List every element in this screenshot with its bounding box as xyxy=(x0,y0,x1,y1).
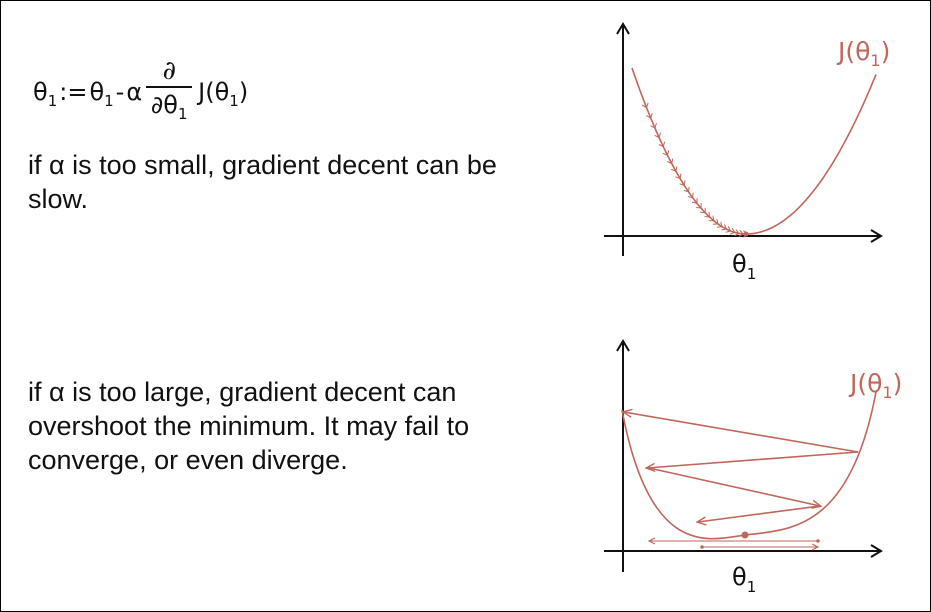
plot2-step-2 xyxy=(647,451,859,468)
small-alpha-text: if α is too small, gradient decent can b… xyxy=(28,150,497,214)
alpha-symbol: α xyxy=(126,78,143,106)
plot2-step-4 xyxy=(698,505,821,522)
plot-large-alpha: J(θ1) θ1 xyxy=(604,339,902,596)
plot1-step-arrow-8 xyxy=(675,173,682,180)
plot1-step-arrow-5 xyxy=(662,150,670,156)
plot1-step-arrow-17 xyxy=(712,218,719,225)
plot1-step-arrow-13 xyxy=(696,203,702,209)
plot1-step-arrow-20 xyxy=(725,226,732,233)
plot1-step-arrow-3 xyxy=(654,132,661,139)
plot1-step-arrow-4 xyxy=(658,141,666,148)
plot-small-alpha: J(θ1) θ1 xyxy=(604,22,890,283)
partial-derivative-fraction: ∂ ∂θ1 xyxy=(146,55,193,125)
plot1-step-arrow-1 xyxy=(646,113,653,119)
plot1-step-arrow-11 xyxy=(687,192,694,199)
plot1-curve-label: J(θ1) xyxy=(836,37,890,70)
plot1-step-arrow-18 xyxy=(717,221,723,228)
plot2-minimum-point xyxy=(741,531,749,539)
assign-operator: := xyxy=(59,78,88,106)
plot2-curve-label: J(θ1) xyxy=(848,369,902,402)
plot1-step-arrow-2 xyxy=(650,123,657,129)
theta-term: θ1 xyxy=(89,78,114,110)
plot1-step-arrow-19 xyxy=(721,224,727,231)
fraction-bar xyxy=(146,85,193,88)
large-alpha-text: if α is too large, gradient decent can o… xyxy=(28,377,470,475)
plot2-cost-curve xyxy=(621,391,877,540)
plot2-x-label: θ1 xyxy=(732,563,756,596)
plot2-osc-dot-left xyxy=(700,545,704,549)
plot1-step-arrow-12 xyxy=(691,198,698,204)
fraction-numerator: ∂ xyxy=(162,55,176,86)
theta-lhs: θ1 xyxy=(33,78,58,110)
plot1-minimum-point xyxy=(743,231,749,237)
plot1-step-arrow-16 xyxy=(708,215,715,222)
plot1-step-arrow-9 xyxy=(679,180,686,187)
plot1-step-arrow-14 xyxy=(700,207,706,214)
plot1-step-arrow-22 xyxy=(734,229,740,237)
cost-function: J(θ1) xyxy=(198,78,249,110)
plot1-small-steps xyxy=(641,102,749,238)
minus-operator: - xyxy=(115,78,125,106)
plot1-step-arrow-0 xyxy=(641,102,649,109)
plot1-step-arrow-10 xyxy=(683,186,690,193)
update-rule-formula: θ1 := θ1 - α ∂ ∂θ1 J(θ1) xyxy=(33,52,248,132)
plot1-x-label: θ1 xyxy=(732,250,756,283)
plot1-cost-curve xyxy=(631,67,877,235)
plot1-step-arrow-23 xyxy=(738,229,744,238)
plot1-step-arrow-15 xyxy=(704,211,711,218)
fraction-denominator: ∂θ1 xyxy=(150,90,188,123)
plot2-step-1 xyxy=(624,412,859,453)
plot2-osc-dot-right xyxy=(816,539,820,543)
plot1-step-arrow-21 xyxy=(729,227,736,235)
plot2-step-3 xyxy=(648,467,820,506)
plot1-step-arrow-6 xyxy=(666,158,674,165)
plot1-step-arrow-7 xyxy=(671,166,678,172)
